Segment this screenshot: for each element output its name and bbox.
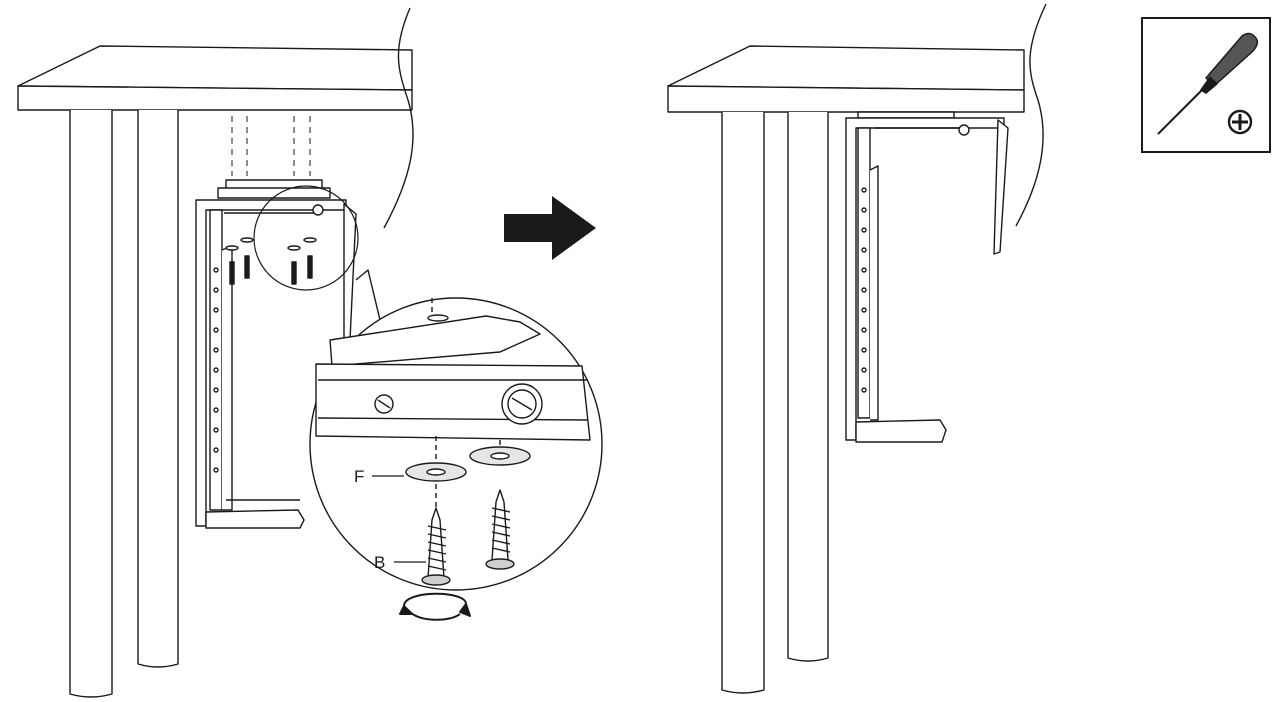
- screw-right: [485, 489, 515, 570]
- right-arrow-icon: [504, 196, 596, 260]
- rotate-icon: [399, 592, 471, 621]
- desk-top-after: [667, 3, 1047, 227]
- tool-box: [1141, 17, 1271, 153]
- rail-holes-after: [861, 187, 867, 393]
- step-before: [17, 7, 603, 698]
- phillips-head-icon: [1227, 109, 1253, 135]
- cpu-mount-attached: [845, 111, 1009, 443]
- callout-screw: B: [374, 553, 385, 572]
- cpu-mount: [195, 179, 357, 529]
- desk-legs-after: [721, 112, 829, 694]
- zoom-leader: [355, 269, 381, 321]
- zoom-source-circle: [253, 185, 359, 291]
- screw-B: [421, 507, 451, 586]
- desk-top: [17, 7, 414, 229]
- detail-magnifier: [309, 297, 603, 621]
- step-after: [667, 3, 1047, 694]
- alignment-lines: [231, 116, 311, 176]
- callouts: F B: [354, 467, 426, 572]
- phillips-screwdriver-icon: [1157, 32, 1259, 135]
- callout-washer: F: [354, 467, 364, 486]
- rail-holes: [213, 267, 219, 473]
- desk-legs: [69, 110, 179, 698]
- mount-screws: [225, 237, 317, 285]
